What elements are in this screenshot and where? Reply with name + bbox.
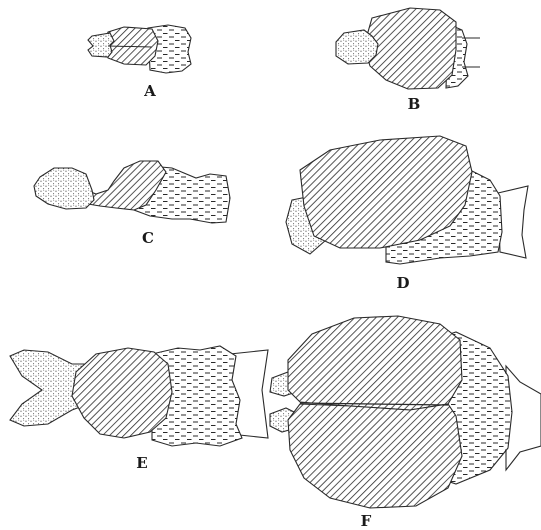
panel-e: E	[10, 346, 268, 472]
panel-c-olfactory-bulb	[34, 168, 94, 209]
panel-b-label: B	[408, 95, 421, 113]
panel-f: F	[270, 316, 541, 530]
panel-b-forebrain	[364, 8, 456, 89]
panel-e-label: E	[136, 454, 147, 472]
panel-a-label: A	[143, 82, 156, 100]
panel-a: A	[88, 25, 191, 100]
panel-f-left-hemisphere-upper	[288, 316, 462, 410]
panel-f-label: F	[361, 512, 372, 530]
panel-d-label: D	[396, 274, 409, 292]
panel-b: B	[336, 8, 480, 113]
panel-d: D	[286, 136, 528, 292]
panel-f-right-hemisphere-lower	[288, 404, 462, 508]
panel-b-olfactory-lobe	[336, 30, 378, 64]
panel-c: C	[34, 161, 230, 247]
panel-d-brainstem	[498, 186, 528, 258]
panel-e-forebrain	[72, 348, 172, 438]
panel-a-olfactory-lobe	[88, 33, 114, 57]
panel-c-label: C	[142, 229, 154, 247]
